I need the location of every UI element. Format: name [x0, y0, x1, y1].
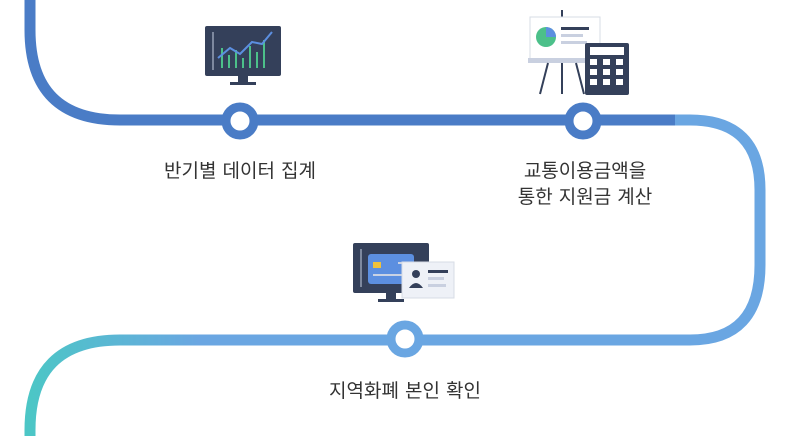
- step-label-2-line-2: 통한 지원금 계산: [517, 186, 653, 208]
- path-segment-right: [400, 114, 766, 346]
- step-node-1: [221, 102, 259, 140]
- step-node-2: [564, 102, 602, 140]
- path-segment-top: [24, 0, 680, 126]
- step-label-2: 교통이용금액을 통한 지원금 계산: [465, 158, 705, 210]
- step-label-2-line-1: 교통이용금액을: [523, 160, 647, 182]
- monitor-id-card-icon: [353, 243, 455, 302]
- step-label-3: 지역화폐 본인 확인: [285, 378, 525, 404]
- presentation-calculator-icon: [528, 10, 629, 95]
- step-node-3: [386, 320, 424, 358]
- monitor-chart-icon: [205, 26, 281, 85]
- step-label-1-line-1: 반기별 데이터 집계: [164, 160, 316, 182]
- step-label-3-line-1: 지역화폐 본인 확인: [329, 380, 481, 402]
- path-segment-bottom: [24, 334, 405, 436]
- step-label-1: 반기별 데이터 집계: [120, 158, 360, 184]
